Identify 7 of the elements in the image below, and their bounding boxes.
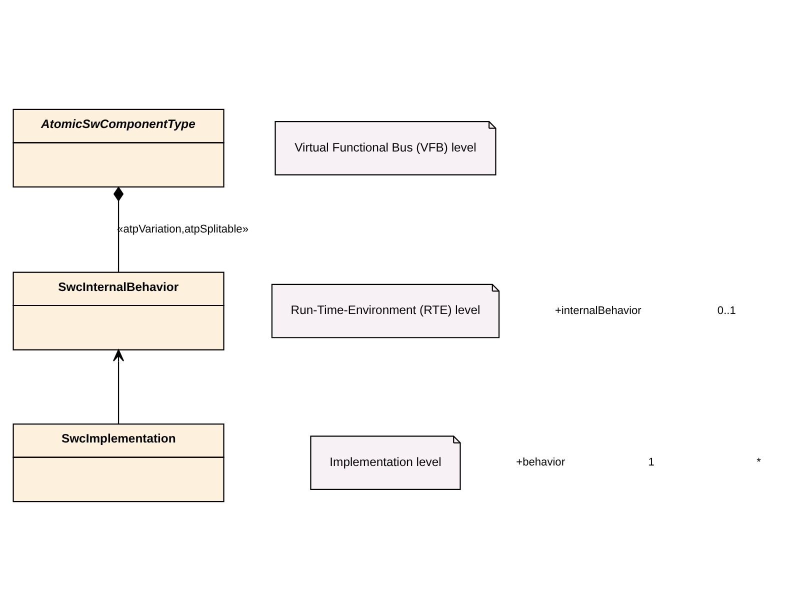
label: 1 [648,456,654,468]
label: +internalBehavior [554,304,642,316]
label: 0..1 [717,304,736,316]
label: * [756,456,761,468]
connector [113,186,124,272]
arrow [113,348,124,424]
label: +behavior [516,456,566,468]
